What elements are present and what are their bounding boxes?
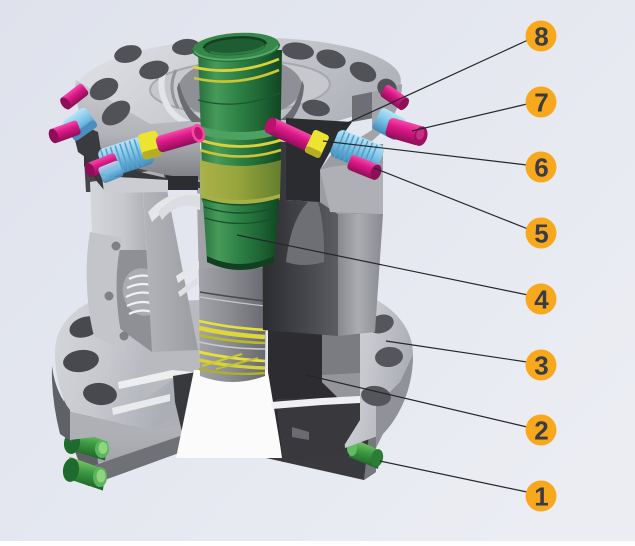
svg-text:4: 4 [534, 285, 549, 315]
svg-text:7: 7 [534, 88, 548, 118]
svg-text:8: 8 [534, 22, 548, 52]
svg-text:6: 6 [534, 153, 548, 183]
svg-text:1: 1 [534, 482, 548, 512]
svg-text:3: 3 [534, 351, 548, 381]
svg-text:2: 2 [534, 416, 548, 446]
svg-text:5: 5 [534, 219, 548, 249]
